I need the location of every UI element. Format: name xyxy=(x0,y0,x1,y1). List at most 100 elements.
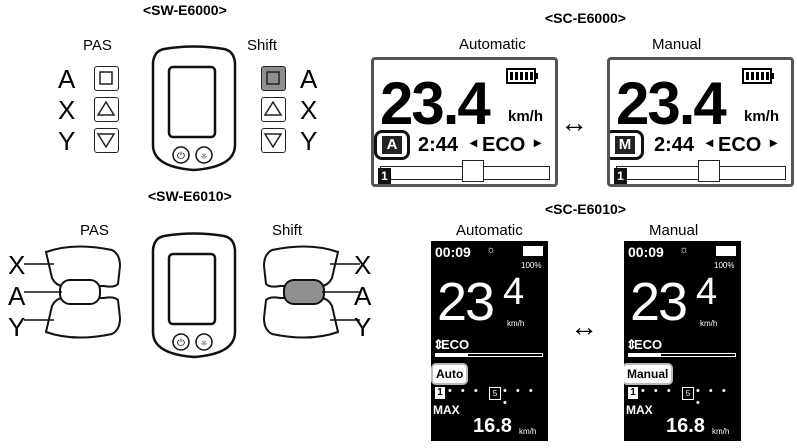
mode-letter: A xyxy=(382,136,402,154)
sc-e6010-manual-display: 00:09 ☼ 100% 23 4 km/h ⇕ ECO Manual 1 • … xyxy=(624,241,741,441)
pas-letter-x: X xyxy=(58,95,76,125)
clock: 00:09 xyxy=(435,244,471,260)
sw-e6010-pas-label: PAS xyxy=(80,222,109,239)
shift-switch-unit xyxy=(262,245,360,339)
shift-letter-x: X xyxy=(300,95,318,125)
trip-time: 2:44 xyxy=(654,134,695,156)
pas-switch-unit xyxy=(24,245,122,339)
gear-dots: • • • xyxy=(641,385,674,397)
speed-value: 23.4 xyxy=(616,70,727,137)
sc-e6010-manual-title: Manual xyxy=(649,222,699,239)
max-value: 16.8 xyxy=(473,415,512,437)
sc-e6010-automatic-title: Automatic xyxy=(456,222,523,239)
shift-letter-a: A xyxy=(300,64,318,94)
speed-unit: km/h xyxy=(744,108,780,125)
svg-text:⏻: ⏻ xyxy=(177,338,185,349)
gear-dots: • • • • xyxy=(503,385,536,409)
triangle-up-icon xyxy=(96,100,116,116)
assist-arrows-icon: ⇕ xyxy=(626,337,637,352)
pas-button-a[interactable] xyxy=(94,66,119,91)
gear-number: 1 xyxy=(435,387,445,399)
assist-left-arrow: ◂ xyxy=(706,134,714,150)
max-unit: km/h xyxy=(712,427,730,436)
speed-decimal: 4 xyxy=(503,271,525,313)
battery-icon xyxy=(716,246,736,256)
gear-number: 1 xyxy=(378,168,391,184)
assist-mode: ECO xyxy=(634,337,663,352)
speed-unit: km/h xyxy=(700,319,718,328)
shift2-letter-a: A xyxy=(354,281,372,311)
assist-mode: ECO xyxy=(718,134,762,156)
trip-time: 2:44 xyxy=(418,134,459,156)
triangle-up-icon xyxy=(263,100,283,116)
gear-current-marker xyxy=(462,160,484,182)
max-unit: km/h xyxy=(519,427,537,436)
clock: 00:09 xyxy=(628,244,664,260)
gear-dots: • • • • xyxy=(696,385,729,409)
sw-e6000-display-device: ⏻ ☼ xyxy=(151,45,237,172)
battery-icon xyxy=(506,68,538,84)
shift2-letter-x: X xyxy=(354,250,372,280)
sw-e6010-shift-label: Shift xyxy=(272,222,303,239)
gear-mark: 5 xyxy=(682,387,694,400)
mode-indicator-highlight: M xyxy=(610,130,644,160)
sw-e6000-header: <SW-E6000> xyxy=(143,2,227,18)
svg-text:☼: ☼ xyxy=(200,152,207,161)
mode-badge: Auto xyxy=(431,363,469,385)
mode-badge: Manual xyxy=(624,363,674,385)
battery-icon xyxy=(742,68,774,84)
gear-number: 1 xyxy=(628,387,638,399)
square-icon xyxy=(266,71,280,85)
assist-bar xyxy=(435,353,543,357)
battery-percent: 100% xyxy=(521,261,542,270)
pas-letter-y: Y xyxy=(58,126,76,156)
mode-indicator-highlight: A xyxy=(374,130,410,160)
sc-e6010-automatic-display: 00:09 ☼ 100% 23 4 km/h ⇕ ECO Auto 1 • • … xyxy=(431,241,548,441)
sw-e6010-header: <SW-E6010> xyxy=(148,188,232,204)
gear-current-marker xyxy=(698,160,720,182)
shift-button-y[interactable] xyxy=(261,128,286,153)
max-label: MAX xyxy=(626,403,653,417)
battery-percent: 100% xyxy=(714,261,735,270)
gear-mark: 5 xyxy=(489,387,501,400)
sw-e6000-shift-label: Shift xyxy=(247,37,278,54)
triangle-down-icon xyxy=(263,133,283,149)
light-icon: ☼ xyxy=(679,244,690,256)
speed-value: 23.4 xyxy=(380,70,491,137)
triangle-down-icon xyxy=(96,133,116,149)
shift2-letter-y: Y xyxy=(354,312,372,342)
pas2-letter-y: Y xyxy=(8,312,26,342)
pas-letter-a: A xyxy=(58,64,76,94)
speed-unit: km/h xyxy=(507,319,525,328)
svg-text:☼: ☼ xyxy=(200,339,207,348)
light-icon: ☼ xyxy=(486,244,497,256)
assist-right-arrow: ▸ xyxy=(770,134,778,150)
sc-e6000-automatic-display: 23.4 km/h A 2:44 ◂ ECO ▸ 1 xyxy=(371,57,558,187)
shift-button-x[interactable] xyxy=(261,97,286,122)
pas-button-y[interactable] xyxy=(94,128,119,153)
mode-letter: M xyxy=(615,136,635,154)
sw-e6000-pas-label: PAS xyxy=(83,37,112,54)
assist-right-arrow: ▸ xyxy=(534,134,542,150)
speed-decimal: 4 xyxy=(696,271,718,313)
pas2-letter-x: X xyxy=(8,250,26,280)
sc-e6010-header: <SC-E6010> xyxy=(545,201,626,217)
shift-letter-y: Y xyxy=(300,126,318,156)
max-label: MAX xyxy=(433,403,460,417)
shift-button-a[interactable] xyxy=(261,66,286,91)
assist-left-arrow: ◂ xyxy=(470,134,478,150)
sc-e6000-toggle-arrow: ↔ xyxy=(560,107,588,138)
assist-arrows-icon: ⇕ xyxy=(433,337,444,352)
speed-unit: km/h xyxy=(508,108,544,125)
pas2-letter-a: A xyxy=(8,281,26,311)
speed-integer: 23 xyxy=(437,272,495,332)
sc-e6010-toggle-arrow: ↔ xyxy=(570,311,598,342)
svg-text:⏻: ⏻ xyxy=(177,151,185,162)
sc-e6000-automatic-title: Automatic xyxy=(459,36,526,53)
assist-bar xyxy=(628,353,736,357)
sc-e6000-manual-display: 23.4 km/h M 2:44 ◂ ECO ▸ 1 xyxy=(607,57,794,187)
battery-icon xyxy=(523,246,543,256)
assist-mode: ECO xyxy=(441,337,470,352)
pas-button-x[interactable] xyxy=(94,97,119,122)
speed-integer: 23 xyxy=(630,272,688,332)
